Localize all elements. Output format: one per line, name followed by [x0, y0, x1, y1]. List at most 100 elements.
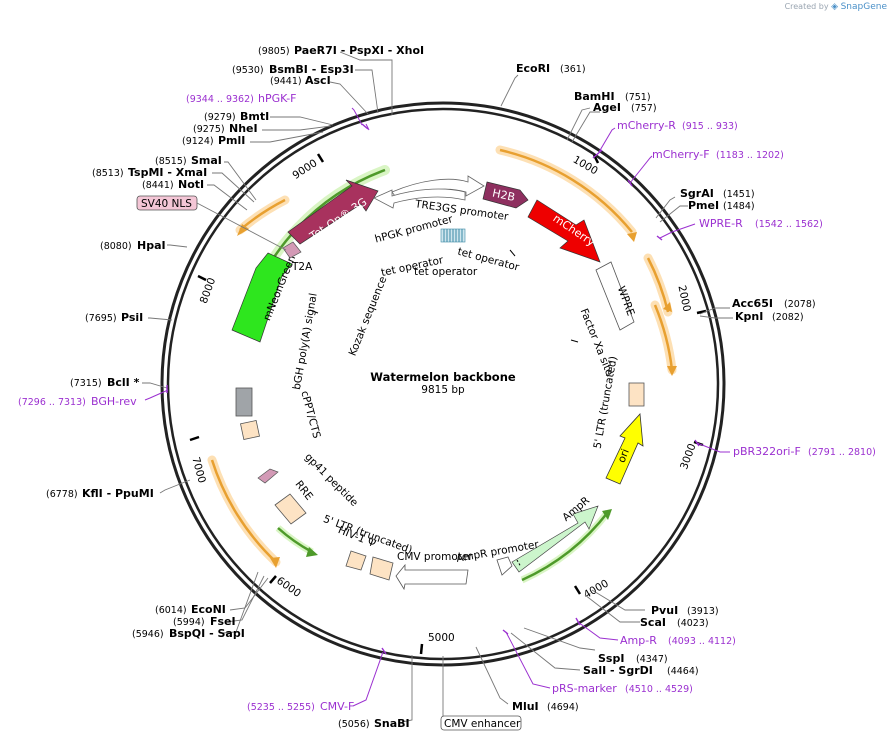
site-kfli-pos: (6778)	[46, 489, 78, 500]
site-paer7i-names: PaeR7I - PspXI - XhoI	[294, 44, 424, 57]
tick-label-4000: 4000	[582, 577, 611, 601]
rre-label: RRE	[293, 479, 316, 503]
site-bmti-pos: (9279)	[204, 112, 236, 123]
site-econi-pos: (6014)	[155, 605, 187, 616]
orf-arrowhead-bottom-left	[270, 557, 280, 568]
orf-arc-bottom-right-green-line	[521, 511, 609, 582]
site-sspi-names: SspI	[598, 652, 624, 665]
tet-operator-label-3: tet operator	[414, 266, 478, 278]
ori-feature	[605, 413, 644, 485]
primer-mcherry-r-name: mCherry-R	[617, 119, 676, 132]
primer-cmv-f-pos: (5235 .. 5255)	[247, 702, 315, 713]
primer-amp-r-name: Amp-R	[620, 634, 657, 647]
snapgene-logo-icon: ◈	[831, 2, 839, 12]
mneongreen-feature	[231, 252, 293, 343]
site-asci-pos: (9441)	[270, 76, 302, 87]
ampr-feature	[511, 505, 599, 573]
primer-prs-marker-pos: (4510 .. 4529)	[625, 684, 693, 695]
site-agei-names: AgeI	[593, 101, 621, 114]
snapgene-credit: Created by ◈ SnapGene	[785, 2, 887, 12]
site-ecori-pos: (361)	[560, 64, 586, 75]
primer-bgh-rev-pos: (7296 .. 7313)	[18, 397, 86, 408]
tet-operator-box	[440, 228, 466, 243]
site-scai-names: ScaI	[640, 616, 666, 629]
site-pmli-pos: (9124)	[182, 136, 214, 147]
orf-arrowhead-right	[663, 302, 672, 312]
site-kfli-names: KflI - PpuMI	[82, 487, 154, 500]
primer-mcherry-r-pos: (915 .. 933)	[682, 121, 738, 132]
ltr-right-box	[628, 382, 645, 407]
ltr-bottom-box	[369, 556, 394, 581]
cmv-promoter-block	[395, 563, 469, 591]
site-noti-names: NotI	[178, 178, 204, 191]
primer-cmv-f-name: CMV-F	[320, 700, 354, 713]
ampr-dashed-mark	[516, 559, 522, 568]
site-smai-pos: (8515)	[155, 156, 187, 167]
site-hpai-pos: (8080)	[100, 241, 132, 252]
primer-amp-r-pos: (4093 .. 4112)	[668, 636, 736, 647]
rre-box	[274, 493, 307, 525]
hiv-psi-box	[345, 550, 367, 571]
tick-label-6000: 6000	[274, 575, 303, 600]
orf-arc-bottom-left-green-line	[277, 527, 313, 554]
cppt-box	[240, 420, 260, 440]
site-bcli-names: BclI *	[107, 376, 140, 389]
site-sgrai-pos: (1451)	[723, 189, 755, 200]
bgh-polya-box	[235, 387, 253, 417]
site-pmli-names: PmlI	[218, 134, 245, 147]
site-acc65i-pos: (2078)	[784, 299, 816, 310]
site-sali-pos: (4464)	[667, 666, 699, 677]
site-ecori-names: EcoRI	[516, 62, 550, 75]
orf-arrowhead-bottom-left-green	[306, 547, 318, 557]
tick-label-5000: 5000	[428, 632, 455, 644]
site-acc65i-names: Acc65I	[732, 297, 773, 310]
credit-brand: SnapGene	[840, 2, 887, 12]
site-econi-names: EcoNI	[191, 603, 226, 616]
site-bspqi-names: BspQI - SapI	[169, 627, 245, 640]
site-snabi-names: SnaBI	[374, 717, 410, 730]
primer-hpgk-f-pos: (9344 .. 9362)	[186, 94, 254, 105]
h2b-feature	[482, 181, 529, 209]
primer-markers	[144, 107, 730, 707]
primer-wpre-r-pos: (1542 .. 1562)	[755, 219, 823, 230]
site-bmti-names: BmtI	[240, 110, 269, 123]
mcherry-feature	[527, 199, 601, 263]
site-asci-names: AscI	[305, 74, 331, 87]
tick-label-2000: 2000	[675, 284, 692, 313]
site-snabi-pos: (5056)	[338, 719, 370, 730]
site-psii-pos: (7695)	[85, 313, 117, 324]
site-sali-names: SalI - SgrDI	[583, 664, 653, 677]
primer-bgh-rev-name: BGH-rev	[91, 395, 137, 408]
site-smai-names: SmaI	[191, 154, 222, 167]
site-pmei-names: PmeI	[688, 199, 719, 212]
site-bamhi-names: BamHI	[574, 90, 615, 103]
orf-arc-bottom-left-orange-line	[210, 459, 277, 563]
site-tspmi-pos: (8513)	[92, 168, 124, 179]
primer-pbr322ori-f-name: pBR322ori-F	[733, 445, 801, 458]
orf-arrowhead-bottom-right-green	[602, 509, 612, 520]
primer-pbr322ori-f-pos: (2791 .. 2810)	[808, 447, 876, 458]
kozak-tick	[309, 309, 319, 314]
wpre-feature	[595, 261, 635, 331]
cmv-enhancer-box	[440, 715, 522, 731]
site-pmei-pos: (1484)	[723, 201, 755, 212]
site-agei-pos: (757)	[631, 103, 657, 114]
plasmid-name: Watermelon backbone	[370, 370, 516, 384]
ampr-promoter-block	[496, 556, 513, 576]
bgh-polya-label: bGH poly(A) signal	[291, 292, 320, 391]
primer-tick-marks	[166, 123, 700, 655]
orf-arrowhead-top-right	[627, 232, 637, 242]
site-pvui-names: PvuI	[651, 604, 678, 617]
tick-label-8000: 8000	[198, 276, 218, 305]
primer-mcherry-f-name: mCherry-F	[652, 148, 710, 161]
site-hpai-names: HpaI	[137, 239, 166, 252]
site-bamhi-pos: (751)	[625, 92, 651, 103]
site-bcli-pos: (7315)	[70, 378, 102, 389]
tick-label-3000: 3000	[678, 442, 698, 471]
site-mlui-pos: (4694)	[547, 702, 579, 713]
site-noti-pos: (8441)	[142, 180, 174, 191]
primer-hpgk-f-name: hPGK-F	[258, 92, 296, 105]
site-bsmbi-names: BsmBI - Esp3I	[269, 63, 354, 76]
